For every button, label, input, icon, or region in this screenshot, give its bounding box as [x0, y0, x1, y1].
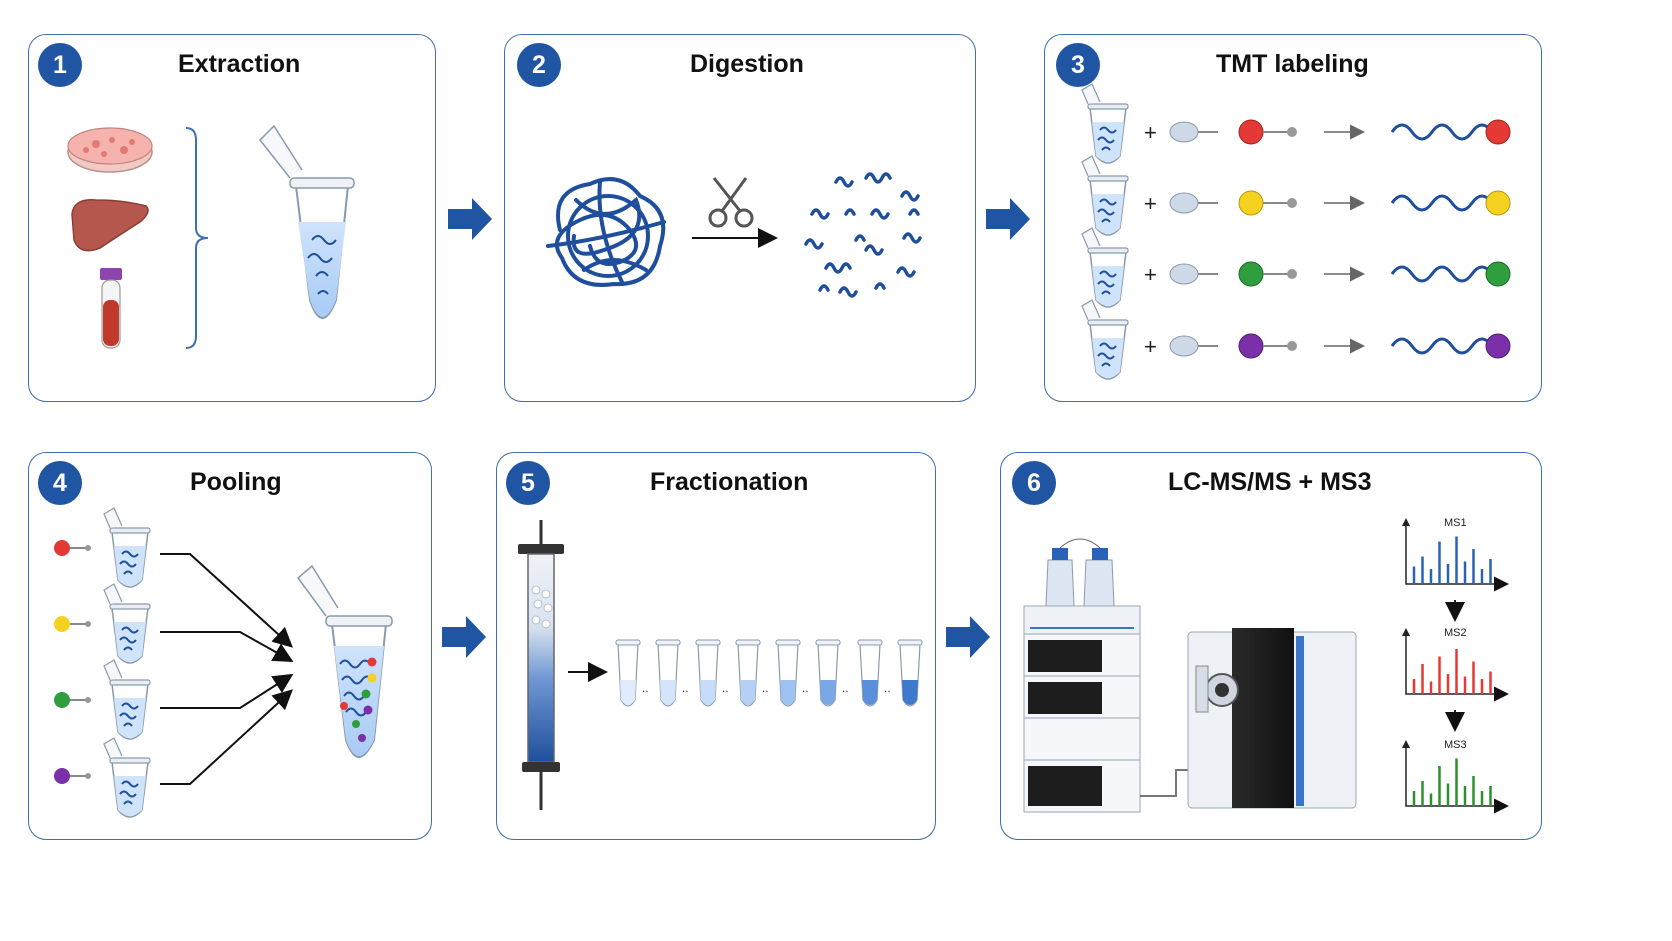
blood-tube-icon	[100, 268, 122, 349]
step-6-title: LC-MS/MS + MS3	[1168, 468, 1372, 496]
tmt-row-purple: +	[1081, 299, 1511, 380]
fraction-tube	[857, 639, 883, 707]
tmt-row-red: +	[1081, 83, 1511, 164]
spectrum-ms2: MS2	[1402, 627, 1509, 702]
svg-text:..: ..	[722, 681, 729, 695]
step-6-badge: 6	[1012, 461, 1056, 505]
mass-spectrometer-icon	[1187, 628, 1357, 809]
plus-sign: +	[1144, 334, 1157, 359]
chromatography-column-icon	[518, 520, 564, 810]
step-1-title: Extraction	[178, 50, 301, 78]
extraction-tube-icon	[258, 124, 355, 319]
step-1-badge: 1	[38, 43, 82, 87]
step-4-title: Pooling	[190, 468, 282, 496]
process-arrow-5-6	[946, 616, 990, 658]
plus-sign: +	[1144, 262, 1157, 287]
pooling-inputs	[54, 507, 151, 818]
step-4-badge: 4	[38, 461, 82, 505]
step-2-title: Digestion	[690, 50, 804, 78]
process-arrow-4-5	[442, 616, 486, 658]
spectrum-label: MS2	[1444, 627, 1467, 639]
step-5-badge: 5	[506, 461, 550, 505]
svg-text:..: ..	[884, 681, 891, 695]
step-3-badge: 3	[1056, 43, 1100, 87]
lc-system-icon	[1023, 538, 1141, 813]
tmt-row-yellow: +	[1081, 155, 1511, 236]
fraction-tubes: ..............	[615, 639, 923, 707]
step-3-title: TMT labeling	[1216, 50, 1369, 78]
lc-ms-tubing	[1140, 769, 1190, 797]
svg-text:..: ..	[642, 681, 649, 695]
fraction-tube	[775, 639, 801, 707]
svg-text:..: ..	[682, 681, 689, 695]
plus-sign: +	[1144, 191, 1157, 216]
spectrum-label: MS3	[1444, 739, 1467, 751]
svg-text:..: ..	[802, 681, 809, 695]
peptide-fragments-icon	[804, 172, 922, 298]
fraction-tube	[735, 639, 761, 707]
pooled-tube-icon	[296, 564, 393, 758]
scissors-icon	[708, 177, 754, 228]
liver-icon	[71, 199, 149, 252]
spectrum-ms1: MS1	[1402, 517, 1509, 592]
fraction-tube	[815, 639, 841, 707]
petri-dish-icon	[67, 127, 153, 173]
plus-sign: +	[1144, 120, 1157, 145]
sample-bracket	[185, 127, 209, 349]
svg-text:..: ..	[842, 681, 849, 695]
fraction-tube	[615, 639, 641, 707]
fraction-tube	[655, 639, 681, 707]
process-arrow-2-3	[986, 198, 1030, 240]
fraction-tube	[897, 639, 923, 707]
panel-tmt-labeling	[1044, 34, 1542, 402]
step-5-title: Fractionation	[650, 468, 809, 496]
process-arrow-1-2	[448, 198, 492, 240]
pooling-arrows	[160, 553, 294, 785]
tmt-row-green: +	[1081, 227, 1511, 308]
spectrum-ms3: MS3	[1402, 739, 1509, 814]
fraction-tube	[695, 639, 721, 707]
step-2-badge: 2	[517, 43, 561, 87]
protein-tangle-icon	[546, 177, 666, 287]
spectrum-label: MS1	[1444, 517, 1467, 529]
svg-text:..: ..	[762, 681, 769, 695]
